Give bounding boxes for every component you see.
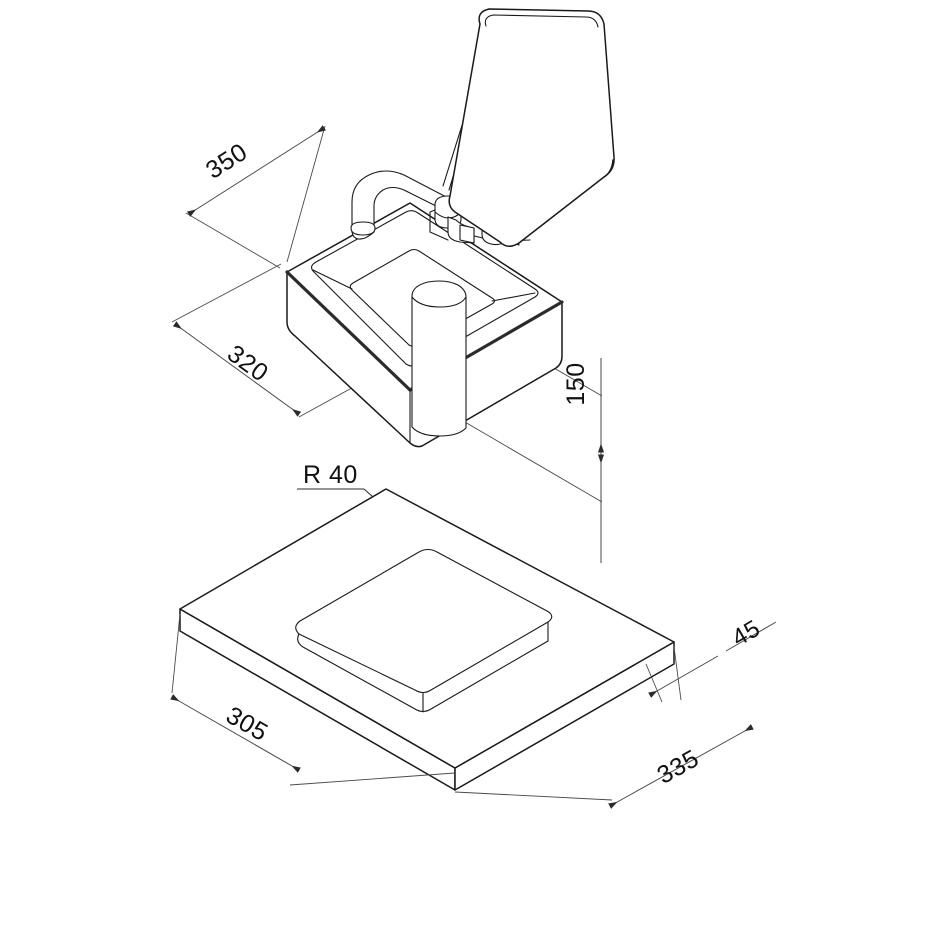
countertop-cutout-view: R 40 305 — [170, 461, 777, 809]
dimension-label-305: 305 — [221, 701, 272, 747]
ext-line — [286, 125, 326, 263]
dimension-150: 150 — [409, 283, 605, 563]
dimension-label-150: 150 — [562, 362, 590, 405]
countertop-cutout — [295, 548, 553, 694]
lid-panel — [448, 8, 615, 247]
dimension-label-350: 350 — [201, 138, 252, 185]
drain-ellipse — [411, 296, 467, 308]
dim-line-305 — [170, 694, 301, 773]
drain-tube — [411, 280, 467, 437]
lid-face — [448, 8, 615, 247]
radius-label-r40: R 40 — [303, 461, 358, 489]
dim-line-320 — [172, 321, 302, 417]
dimension-label-320: 320 — [222, 339, 273, 387]
faucet-curve — [351, 170, 453, 240]
ext-line — [185, 212, 281, 269]
ext-line — [645, 663, 663, 703]
valve-outlet — [459, 224, 475, 244]
dim-line-350 — [186, 125, 327, 217]
lid-inner-lip — [484, 14, 599, 28]
sink-assembly-view: 350 320 150 — [171, 8, 615, 563]
ext-line — [454, 791, 613, 801]
valve-bracket — [429, 209, 449, 241]
dimension-350: 350 — [185, 125, 327, 269]
lid-edge — [603, 159, 614, 178]
dimension-label-335: 335 — [652, 744, 703, 789]
ext-line — [171, 263, 282, 323]
dim-line-335 — [608, 724, 754, 809]
bowl-outer-walls — [286, 271, 563, 448]
dim-line-45 — [648, 655, 719, 698]
sink-rim — [285, 270, 412, 392]
dim-line-45-tail — [725, 621, 777, 652]
cutout-thickness — [297, 633, 549, 713]
bowl-inner-edge — [312, 269, 353, 290]
countertop-slab — [179, 488, 675, 791]
bowl-inner-edge — [491, 292, 536, 302]
ext-line — [289, 772, 456, 786]
ext-line — [673, 646, 682, 701]
ext-line — [171, 613, 181, 694]
faucet-outlet — [350, 221, 376, 236]
drain-outlet — [411, 280, 467, 437]
